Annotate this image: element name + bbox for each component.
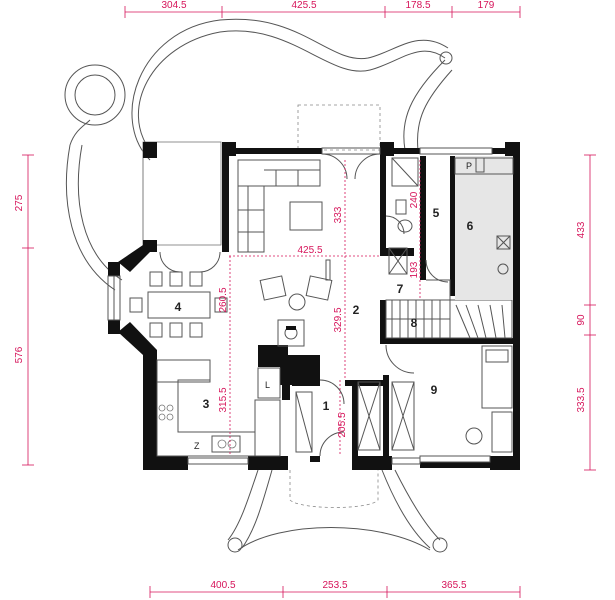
right-dim-2: 90 (576, 314, 587, 326)
larder-label: L (265, 380, 270, 390)
exterior-walls (108, 142, 520, 470)
bottom-dim-1: 400.5 (210, 580, 235, 591)
room-number-5: 5 (433, 206, 440, 220)
pantry (254, 399, 281, 457)
right-dimension-line (584, 154, 596, 471)
sofa (237, 159, 321, 253)
bottom-dimension-line (149, 586, 521, 598)
bottom-dim-3: 365.5 (441, 580, 466, 591)
room-number-1: 1 (323, 399, 330, 413)
armchairs (259, 275, 333, 311)
shower (391, 157, 419, 187)
wardrobe-1 (357, 381, 381, 451)
bottom-dim-2: 253.5 (322, 580, 347, 591)
dim-dining: 260.5 (218, 287, 229, 312)
left-dimension-line (22, 154, 34, 466)
garden-lamp (227, 51, 453, 553)
garden-path (65, 18, 453, 551)
larder (257, 367, 281, 399)
dim-living-depth: 333 (333, 206, 344, 223)
top-dim-1: 304.5 (161, 0, 186, 11)
room-number-7: 7 (397, 282, 404, 296)
left-dim-2: 576 (14, 346, 25, 363)
washer (496, 235, 511, 250)
top-dim-4: 179 (478, 0, 495, 11)
toilet (397, 219, 413, 233)
left-dim-1: 275 (14, 194, 25, 211)
room-number-3: 3 (203, 397, 210, 411)
staircase (385, 279, 513, 339)
dim-bath-depth: 240 (409, 191, 420, 208)
room-number-2: 2 (353, 303, 360, 317)
kitchen-counter (156, 359, 256, 457)
inner-dimension-lines (229, 160, 421, 456)
sink (395, 199, 407, 215)
top-dim-3: 178.5 (405, 0, 430, 11)
dim-kitchen: 315.5 (218, 387, 229, 412)
bed (481, 345, 513, 409)
room-number-6: 6 (467, 219, 474, 233)
wardrobe-hall (388, 247, 408, 275)
cooktop (158, 404, 174, 421)
dim-living-width: 425.5 (297, 245, 322, 256)
round-planter (64, 64, 126, 126)
room-number-8: 8 (411, 316, 418, 330)
room-number-9: 9 (431, 383, 438, 397)
room-number-4: 4 (175, 300, 182, 314)
windows (107, 147, 493, 465)
entrance-canopy (297, 104, 381, 151)
dim-hall-length: 329.5 (333, 307, 344, 332)
drain (497, 263, 509, 275)
fireplace (277, 319, 305, 347)
right-dim-1: 433 (576, 221, 587, 238)
coffee-table (289, 201, 323, 231)
fridge-label: Z (194, 441, 200, 451)
dining-table (129, 271, 228, 338)
coat-closet (295, 391, 313, 453)
desk (491, 411, 513, 453)
desk-chair (465, 427, 483, 445)
interior-walls (258, 156, 520, 470)
right-dim-3: 333.5 (576, 387, 587, 412)
utility-room-fill (455, 156, 513, 300)
dim-hall-width: 193 (409, 261, 420, 278)
dim-vestibule: 205.5 (337, 412, 348, 437)
boiler-label: P (466, 161, 472, 171)
wardrobe-2 (391, 381, 415, 451)
kitchen-sink (211, 435, 241, 453)
top-dim-2: 425.5 (291, 0, 316, 11)
top-dimension-line (124, 6, 521, 18)
